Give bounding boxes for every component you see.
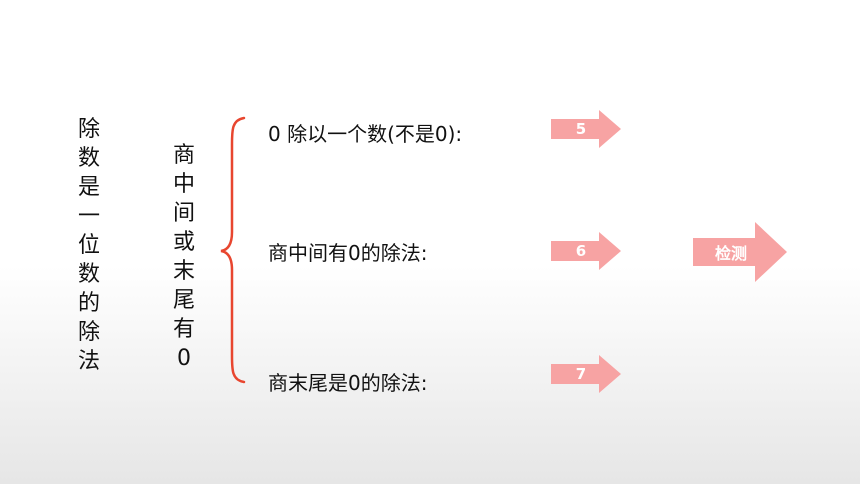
arrow-button-label: 7: [575, 365, 587, 383]
subtitle-char: 尾: [173, 288, 196, 313]
subtitle-char: 中: [173, 172, 196, 197]
subtitle-char: 末: [173, 259, 196, 284]
item-label-zero-dividend: 0 除以一个数(不是0):: [268, 122, 463, 146]
check-button-label: 检测: [714, 244, 747, 263]
arrow-button-label: 6: [575, 242, 587, 260]
title-char: 的: [78, 291, 101, 316]
arrow-button-5[interactable]: 5: [551, 110, 621, 148]
item-label-middle-zero: 商中间有0的除法:: [268, 241, 428, 265]
right-arrow-icon: [551, 232, 621, 270]
subtitle-char: 0: [177, 346, 191, 371]
subtopic-vertical-title: 商 中 间 或 末 尾 有 0: [173, 141, 195, 373]
subtitle-char: 或: [173, 230, 196, 255]
right-arrow-icon: [551, 110, 621, 148]
title-char: 是: [78, 175, 101, 200]
check-button[interactable]: 检测: [693, 222, 787, 282]
title-char: 法: [78, 349, 101, 374]
arrow-button-label: 5: [575, 120, 587, 138]
title-char: 数: [78, 262, 101, 287]
title-char: 除: [78, 117, 101, 142]
main-topic-vertical-title: 除 数 是 一 位 数 的 除 法: [78, 115, 100, 376]
subtitle-char: 商: [173, 143, 196, 168]
right-arrow-icon: [551, 355, 621, 393]
arrow-button-7[interactable]: 7: [551, 355, 621, 393]
title-char: 数: [78, 146, 101, 171]
title-char: 一: [78, 204, 101, 229]
curly-brace: [220, 116, 246, 384]
title-char: 除: [78, 320, 101, 345]
right-arrow-icon: [693, 222, 787, 282]
arrow-button-6[interactable]: 6: [551, 232, 621, 270]
title-char: 位: [78, 233, 101, 258]
subtitle-char: 有: [173, 317, 196, 342]
item-label-trailing-zero: 商末尾是0的除法:: [268, 371, 428, 395]
subtitle-char: 间: [173, 201, 196, 226]
